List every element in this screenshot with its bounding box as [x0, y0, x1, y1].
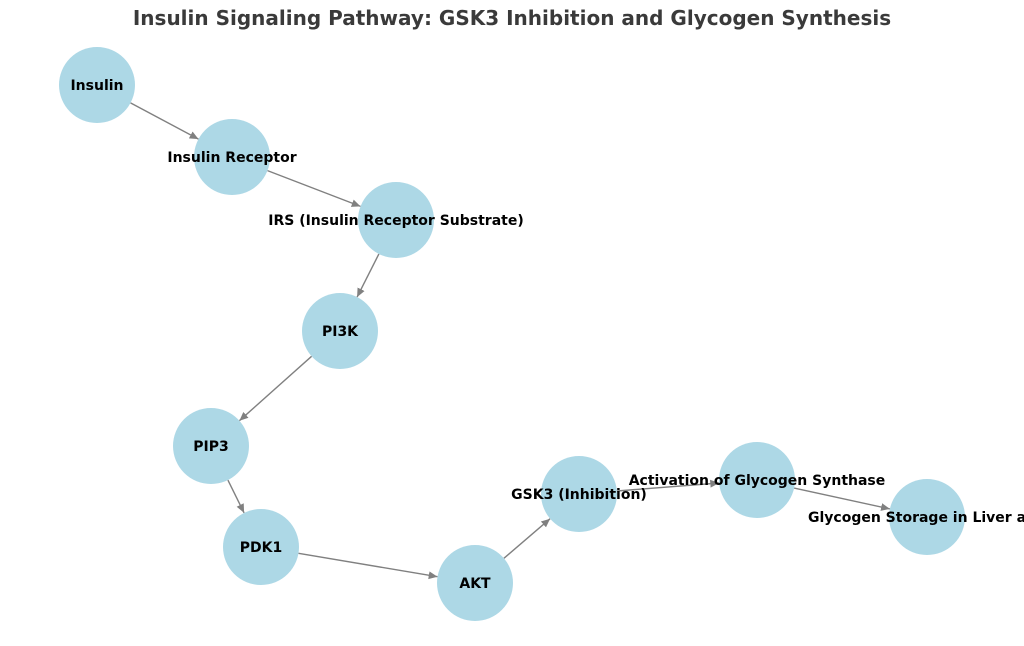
- node-label: Activation of Glycogen Synthase: [629, 473, 886, 489]
- edge-insulin_receptor-to-irs: [267, 169, 361, 208]
- edge-pdk1-to-akt: [298, 552, 438, 580]
- node-pdk1: PDK1: [223, 509, 299, 585]
- node-circle: [59, 47, 135, 123]
- node-glycogen_synthase: Activation of Glycogen Synthase: [629, 442, 886, 518]
- diagram-title: Insulin Signaling Pathway: GSK3 Inhibiti…: [133, 6, 891, 30]
- node-akt: AKT: [437, 545, 513, 621]
- node-circle: [194, 119, 270, 195]
- node-gsk3: GSK3 (Inhibition): [511, 456, 647, 532]
- node-circle: [223, 509, 299, 585]
- node-label: PDK1: [240, 540, 282, 556]
- edge-glycogen_synthase-to-glycogen_storage: [793, 487, 891, 511]
- edge-pi3k-to-pip3: [238, 355, 313, 422]
- node-label: IRS (Insulin Receptor Substrate): [268, 213, 523, 229]
- node-pip3: PIP3: [173, 408, 249, 484]
- edge-gsk3-to-glycogen_synthase: [616, 479, 720, 492]
- node-label: AKT: [459, 576, 491, 592]
- node-circle: [541, 456, 617, 532]
- edge-irs-to-pi3k: [356, 253, 380, 298]
- node-circle: [437, 545, 513, 621]
- node-circle: [173, 408, 249, 484]
- edge-akt-to-gsk3: [503, 518, 551, 559]
- node-insulin: Insulin: [59, 47, 135, 123]
- node-label: PIP3: [193, 439, 228, 455]
- node-label: Glycogen Storage in Liver and: [808, 510, 1024, 526]
- node-glycogen_storage: Glycogen Storage in Liver and: [808, 479, 1024, 555]
- node-circle: [719, 442, 795, 518]
- node-insulin_receptor: Insulin Receptor: [167, 119, 297, 195]
- edges-layer: [130, 102, 891, 580]
- node-label: Insulin: [70, 78, 123, 94]
- node-circle: [358, 182, 434, 258]
- node-irs: IRS (Insulin Receptor Substrate): [268, 182, 524, 258]
- node-pi3k: PI3K: [302, 293, 378, 369]
- edge-insulin-to-insulin_receptor: [130, 102, 199, 140]
- node-circle: [302, 293, 378, 369]
- node-label: GSK3 (Inhibition): [511, 487, 647, 503]
- node-label: PI3K: [322, 324, 359, 340]
- node-circle: [889, 479, 965, 555]
- edge-pip3-to-pdk1: [227, 479, 245, 514]
- node-label: Insulin Receptor: [167, 150, 296, 166]
